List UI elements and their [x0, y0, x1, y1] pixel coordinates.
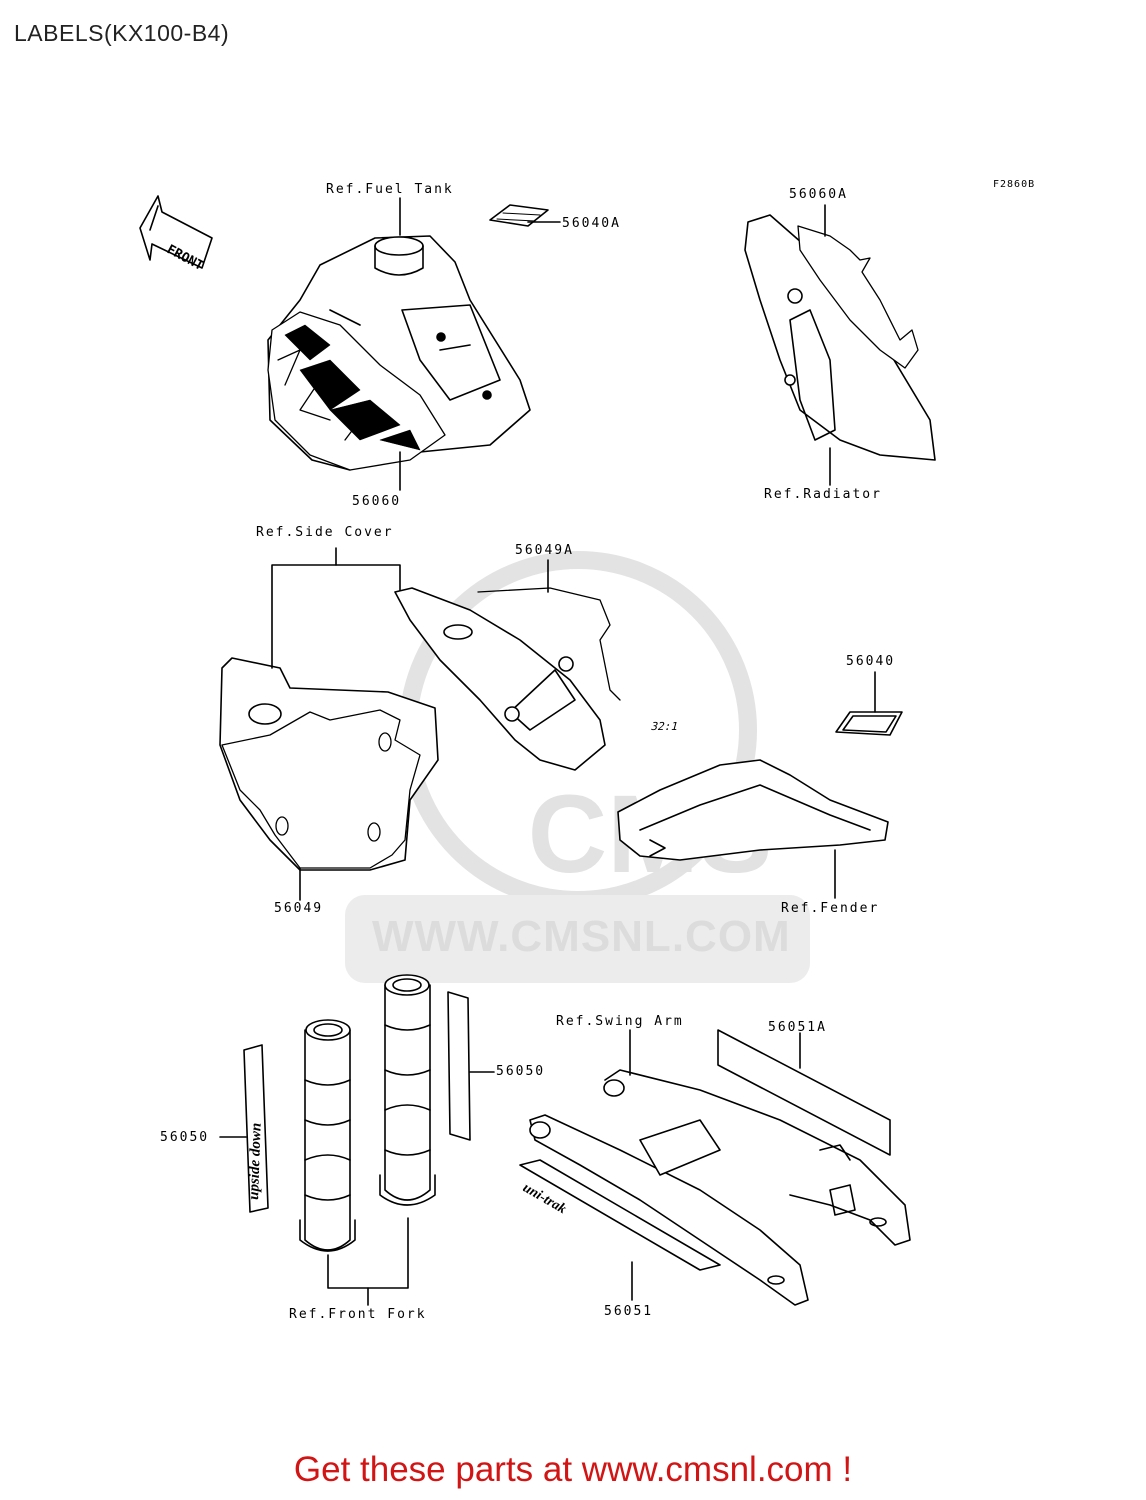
decal-ratio-text: 32:1: [650, 720, 680, 733]
front-fork-left: [299, 1019, 356, 1252]
callout-56051: 56051: [604, 1304, 654, 1319]
callout-ref-swing-arm: Ref.Swing Arm: [556, 1014, 684, 1029]
label-56040A-shape: [489, 204, 549, 227]
callout-56049: 56049: [274, 901, 324, 916]
callout-ref-fender: Ref.Fender: [781, 901, 880, 916]
rear-fender: [617, 759, 889, 861]
callout-56049A: 56049A: [515, 543, 574, 558]
callout-56050-left: 56050: [160, 1130, 210, 1145]
front-arrow-icon: [139, 195, 213, 269]
fork-decal-strip: [447, 991, 471, 1141]
fork-decal-upside-down: [243, 1044, 269, 1213]
callout-ref-side-cover: Ref.Side Cover: [256, 525, 394, 540]
tank-decal-56060: [267, 311, 446, 471]
get-parts-link[interactable]: Get these parts at www.cmsnl.com !: [293, 1450, 853, 1489]
callout-ref-radiator: Ref.Radiator: [764, 487, 882, 502]
swing-arm-decal-56051A: [717, 1029, 891, 1156]
figure-code: F2860B: [993, 179, 1036, 190]
swing-arm: [529, 1069, 911, 1306]
callout-56060A: 56060A: [789, 187, 848, 202]
swing-arm-decal-56051: [519, 1159, 721, 1271]
callout-ref-front-fork: Ref.Front Fork: [289, 1307, 427, 1322]
callout-56060: 56060: [352, 494, 402, 509]
radiator-decal-56060A: [797, 225, 919, 369]
upside-down-decal-text: upside down: [246, 1123, 265, 1201]
page-title: LABELS(KX100-B4): [14, 20, 230, 46]
callout-56040A: 56040A: [562, 216, 621, 231]
watermark-url: WWW.CMSNL.COM: [372, 912, 791, 961]
callout-56040: 56040: [846, 654, 896, 669]
front-fork-right: [379, 974, 436, 1206]
decal-56040: 32:1: [650, 711, 903, 736]
callout-ref-fuel-tank: Ref.Fuel Tank: [326, 182, 454, 197]
side-cover-decal-56049: [221, 709, 421, 869]
callout-56050-right: 56050: [496, 1064, 546, 1079]
side-cover-right: [394, 587, 606, 771]
callout-56051A: 56051A: [768, 1020, 827, 1035]
side-cover-decal-56049A: [477, 587, 621, 701]
